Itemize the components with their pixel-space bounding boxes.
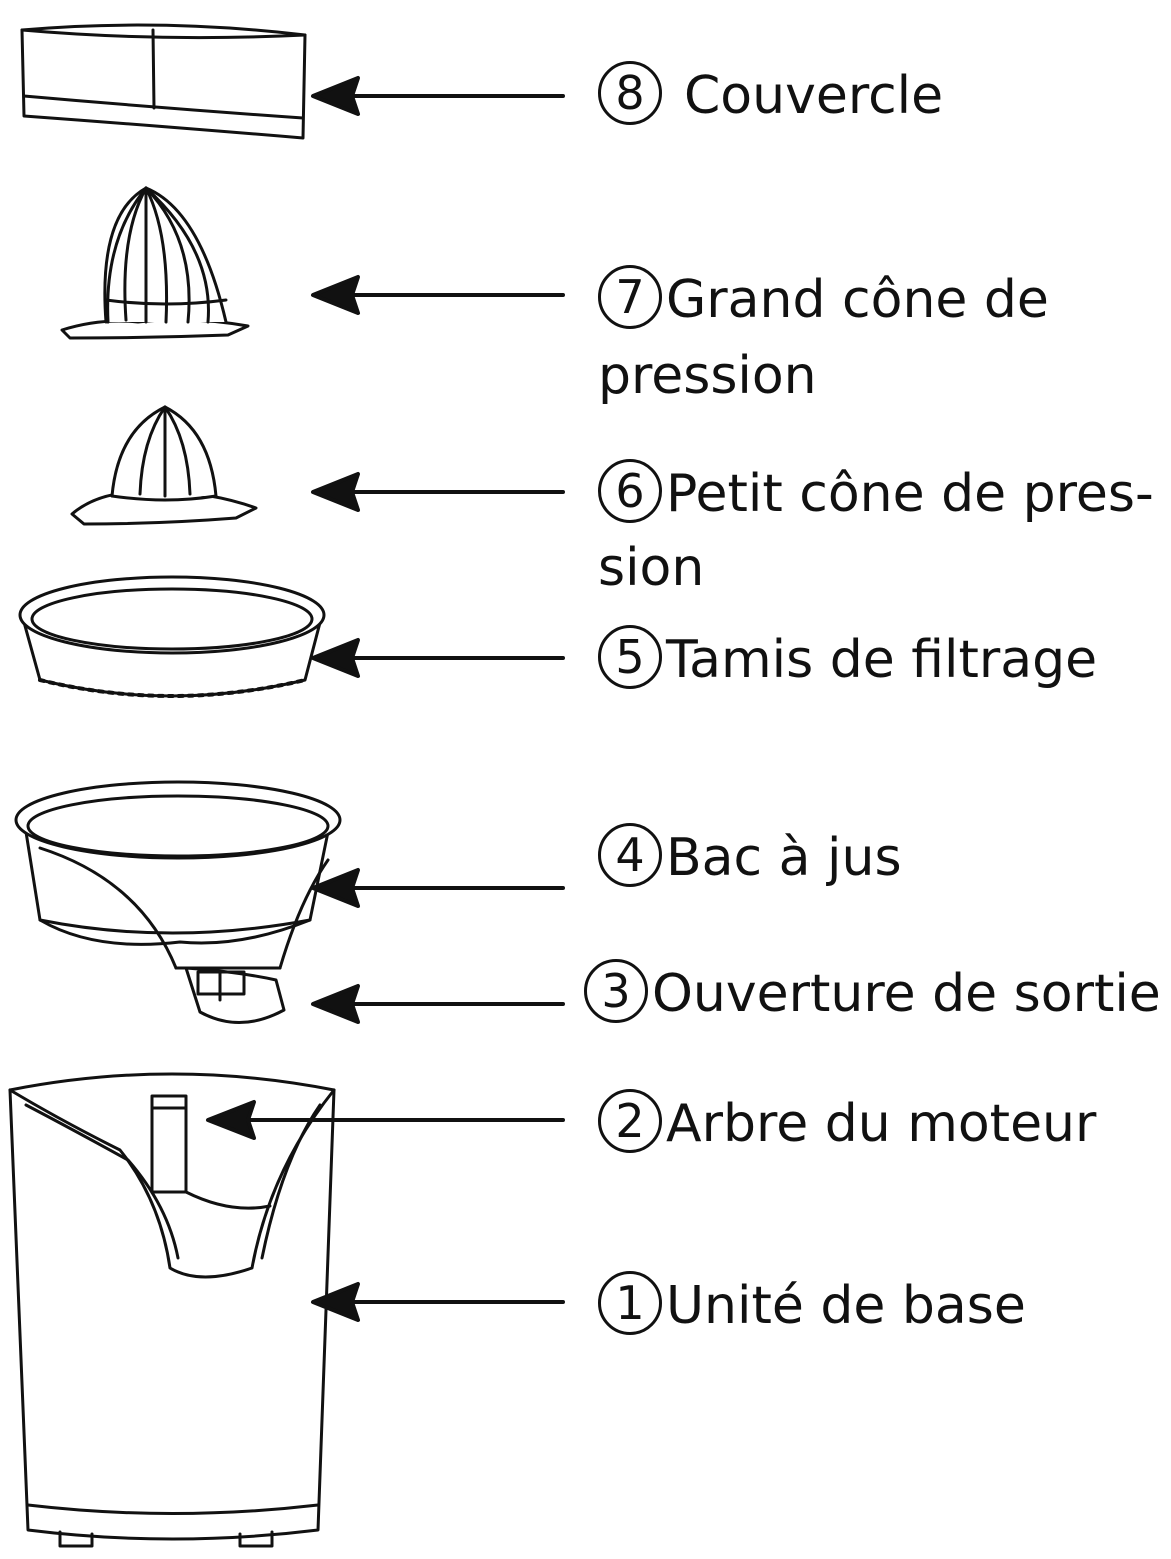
- part-number-3: 3: [584, 959, 648, 1023]
- part-name-7: Grand cône de: [666, 270, 1049, 330]
- part-number-8: 8: [598, 61, 662, 125]
- part-number-1: 1: [598, 1271, 662, 1335]
- part-number-6: 6: [598, 459, 662, 523]
- motor-shaft-drawing: [150, 1094, 272, 1210]
- label-couvercle: 8 Couvercle: [598, 58, 943, 134]
- part-name-3: Ouverture de sortie: [652, 964, 1161, 1024]
- part-name-6: Petit cône de pres-: [666, 464, 1154, 524]
- part-number-5: 5: [598, 625, 662, 689]
- arrows: [206, 76, 565, 1322]
- part-name-4: Bac à jus: [666, 828, 902, 888]
- part-number-7: 7: [598, 265, 662, 329]
- part-name-8: Couvercle: [684, 66, 944, 126]
- strainer-drawing: [18, 575, 326, 698]
- juice-container-drawing: [14, 780, 342, 970]
- part-number-4: 4: [598, 823, 662, 887]
- part-name-1: Unité de base: [666, 1276, 1026, 1336]
- part-name-7-line2: pression: [598, 346, 817, 406]
- small-cone-drawing: [70, 405, 258, 526]
- base-unit-drawing: [8, 1072, 336, 1548]
- part-number-2: 2: [598, 1089, 662, 1153]
- lid-drawing: [20, 23, 307, 140]
- label-petit-cone-line2: sion: [598, 530, 704, 606]
- part-name-5: Tamis de filtrage: [666, 630, 1098, 690]
- large-cone-drawing: [60, 186, 250, 340]
- part-name-6-line2: sion: [598, 538, 705, 598]
- part-name-2: Arbre du moteur: [666, 1094, 1097, 1154]
- label-grand-cone-line2: pression: [598, 338, 817, 414]
- spout-drawing: [184, 966, 286, 1024]
